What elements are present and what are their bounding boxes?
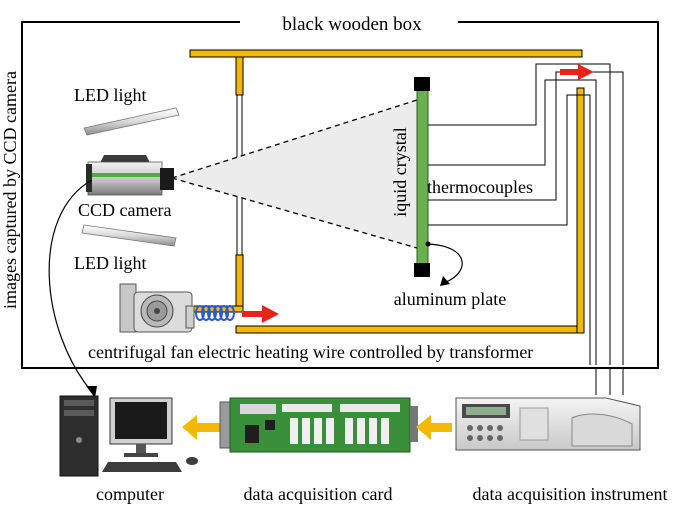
daq-card-label: data acquisition card (244, 484, 393, 504)
daq-instrument-icon (455, 397, 641, 451)
arrow-instrument-to-card (416, 415, 452, 440)
fan-heating-label: centrifugal fan electric heating wire co… (88, 342, 533, 362)
duct-bottom-wall (235, 325, 585, 334)
ccd-camera-icon (86, 155, 174, 196)
duct-window-lower (235, 254, 244, 311)
arrow-card-to-computer (182, 415, 222, 440)
plate-callout-curve (427, 243, 463, 283)
view-line-lower (171, 177, 418, 249)
box-label: black wooden box (282, 14, 422, 35)
led-top-label: LED light (74, 85, 147, 105)
duct-right-wall (576, 87, 585, 334)
duct-top-wall (189, 49, 583, 58)
led-light-icon (81, 224, 177, 247)
plate-holder-top (414, 77, 430, 91)
heating-coil-icon (195, 305, 235, 321)
flow-arrow-bottom (242, 305, 279, 323)
wooden-box-outline (21, 21, 659, 369)
side-label: images captured by CCD camera (0, 71, 20, 309)
duct-walls (189, 49, 585, 334)
computer-label: computer (96, 484, 164, 504)
liquid-crystal-label: iquid crystal (390, 127, 410, 216)
duct-window-upper (235, 56, 244, 96)
centrifugal-fan-icon (119, 283, 195, 333)
camera-cable-head (86, 386, 97, 398)
view-line-upper (171, 99, 418, 179)
led-light-icon (83, 107, 180, 136)
plate-holder-bottom (414, 263, 430, 277)
flow-arrow-top (560, 64, 594, 80)
led-bottom-label: LED light (74, 253, 147, 273)
daq-instrument-label: data acquisition instrument (473, 484, 668, 504)
ccd-camera-label: CCD camera (78, 200, 171, 220)
aluminum-plate-label: aluminum plate (394, 289, 506, 309)
camera-view-cone (172, 100, 417, 248)
daq-card-icon (219, 397, 418, 453)
wires-to-instrument (595, 368, 624, 395)
thermocouple-wires (428, 63, 624, 365)
plate-callout-head (440, 276, 450, 286)
computer-icon (59, 395, 198, 477)
thermocouples-label: thermocouples (427, 177, 533, 197)
camera-cable (48, 179, 93, 393)
